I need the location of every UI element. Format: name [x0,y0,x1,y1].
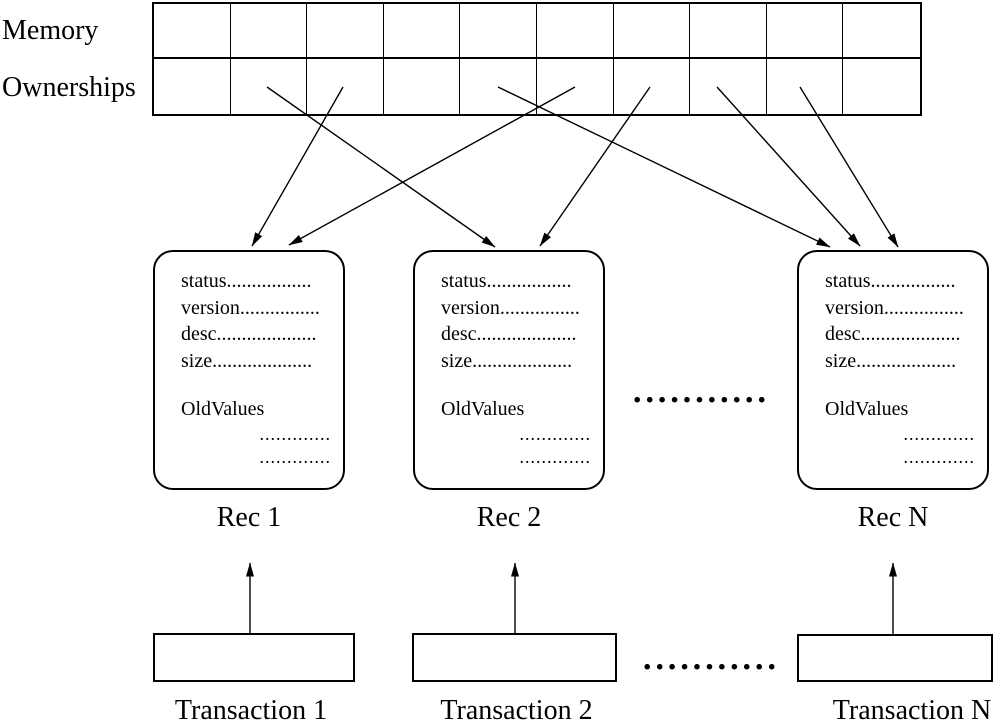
memory-cell-10 [843,4,920,59]
ownerships-cell-7 [614,59,691,114]
record-oldvalues-row: ............. [259,423,331,444]
memory-cell-3 [307,4,384,59]
record-oldvalues-row: ............. [903,446,975,467]
record-field-status: status................. [825,270,956,292]
ownerships-row-label: Ownerships [2,72,136,103]
records-ellipsis: ........... [632,375,769,410]
record-label-rec-1: Rec 1 [216,502,282,533]
record-field-version: version................ [825,296,964,319]
record-label-rec-2: Rec 2 [476,502,542,533]
transactions-ellipsis: ........... [642,642,779,677]
transaction-label-1: Transaction 1 [174,695,328,722]
memory-cell-8 [690,4,767,59]
ownerships-cell-2 [231,59,308,114]
transaction-box-1 [153,633,355,682]
transaction-label-2: Transaction 2 [440,695,593,722]
record-field-status: status................. [181,270,312,292]
record-box-rec-1: status................. version.........… [153,250,345,490]
ownerships-cell-9 [767,59,844,114]
record-field-desc: desc.................... [441,323,577,345]
ownerships-cell-10 [843,59,920,114]
memory-cell-5 [460,4,537,59]
transaction-box-n [797,634,993,682]
record-oldvalues-row: ............. [903,423,975,444]
memory-row-label: Memory [2,15,99,46]
record-field-size: size.................... [181,349,313,372]
ownerships-cell-8 [690,59,767,114]
record-oldvalues-label: OldValues [825,398,909,420]
memory-cell-1 [154,4,231,59]
transaction-label-n: Transaction N [832,695,992,722]
memory-cell-6 [536,4,614,59]
ownerships-cell-3 [307,59,384,114]
record-field-version: version................ [441,296,580,319]
record-field-desc: desc.................... [181,323,317,345]
record-field-size: size.................... [825,349,957,372]
transaction-box-2 [412,633,617,682]
record-field-desc: desc.................... [825,323,961,345]
record-oldvalues-row: ............. [259,446,331,467]
record-oldvalues-label: OldValues [181,398,265,420]
ownerships-cell-1 [154,59,231,114]
memory-cell-9 [766,4,844,59]
record-oldvalues-row: ............. [519,446,591,467]
memory-cell-7 [613,4,691,59]
record-box-rec-2: status................. version.........… [413,250,605,490]
memory-ownership-grid [152,2,922,116]
ownerships-cell-6 [537,59,614,114]
record-field-status: status................. [441,270,572,292]
record-oldvalues-row: ............. [519,423,591,444]
record-box-rec-n: status................. version.........… [797,250,989,490]
ownerships-cell-5 [460,59,537,114]
record-field-size: size.................... [441,349,573,372]
memory-cell-4 [383,4,461,59]
record-oldvalues-label: OldValues [441,398,525,420]
ownerships-cell-4 [384,59,461,114]
record-label-rec-n: Rec N [857,502,929,533]
memory-cell-2 [230,4,308,59]
record-field-version: version................ [181,296,320,319]
